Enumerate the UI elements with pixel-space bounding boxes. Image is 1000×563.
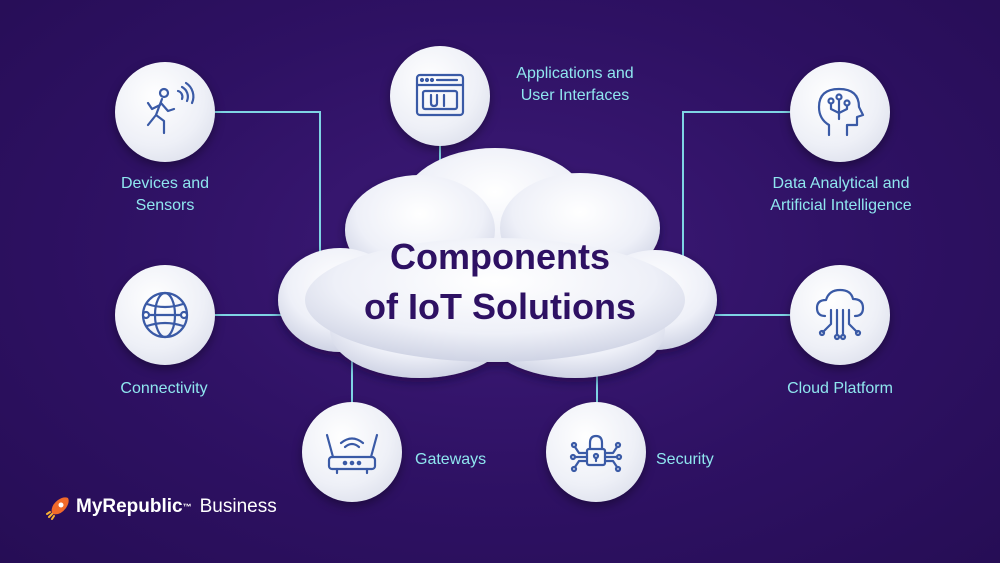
applications-node	[390, 46, 490, 146]
brand-sub: Business	[199, 496, 277, 517]
globe-network-icon	[141, 291, 189, 339]
title-line-2: of IoT Solutions	[364, 286, 636, 327]
gateways-node	[302, 402, 402, 502]
label-applications: Applications and User Interfaces	[516, 65, 634, 104]
title-line-1: Components	[390, 236, 610, 277]
cloud-circuit-icon	[815, 288, 865, 341]
devices-sensors-node	[115, 62, 215, 162]
security-node	[546, 402, 646, 502]
connector-data-ai	[682, 111, 790, 265]
label-connectivity: Connectivity	[120, 380, 208, 397]
label-devices-sensors: Devices and Sensors	[120, 175, 210, 214]
brand-trademark: ™	[182, 502, 192, 512]
label-security: Security	[656, 451, 714, 468]
label-data-ai: Data Analytical and Artificial Intellige…	[770, 175, 912, 214]
cloud-platform-node	[790, 265, 890, 365]
brand-name: MyRepublic	[76, 496, 183, 517]
rocket-logo-icon	[46, 497, 69, 520]
router-icon	[325, 433, 379, 475]
connector-devices	[215, 111, 321, 265]
label-cloud-platform: Cloud Platform	[787, 380, 893, 397]
label-gateways: Gateways	[415, 451, 487, 468]
ui-window-icon	[415, 73, 465, 117]
diagram-title: Components of IoT Solutions	[300, 232, 700, 332]
padlock-circuit-icon	[569, 434, 623, 473]
data-ai-node	[790, 62, 890, 162]
connectivity-node	[115, 265, 215, 365]
head-circuit-icon	[817, 87, 865, 137]
walking-person-sensor-icon	[146, 81, 195, 135]
